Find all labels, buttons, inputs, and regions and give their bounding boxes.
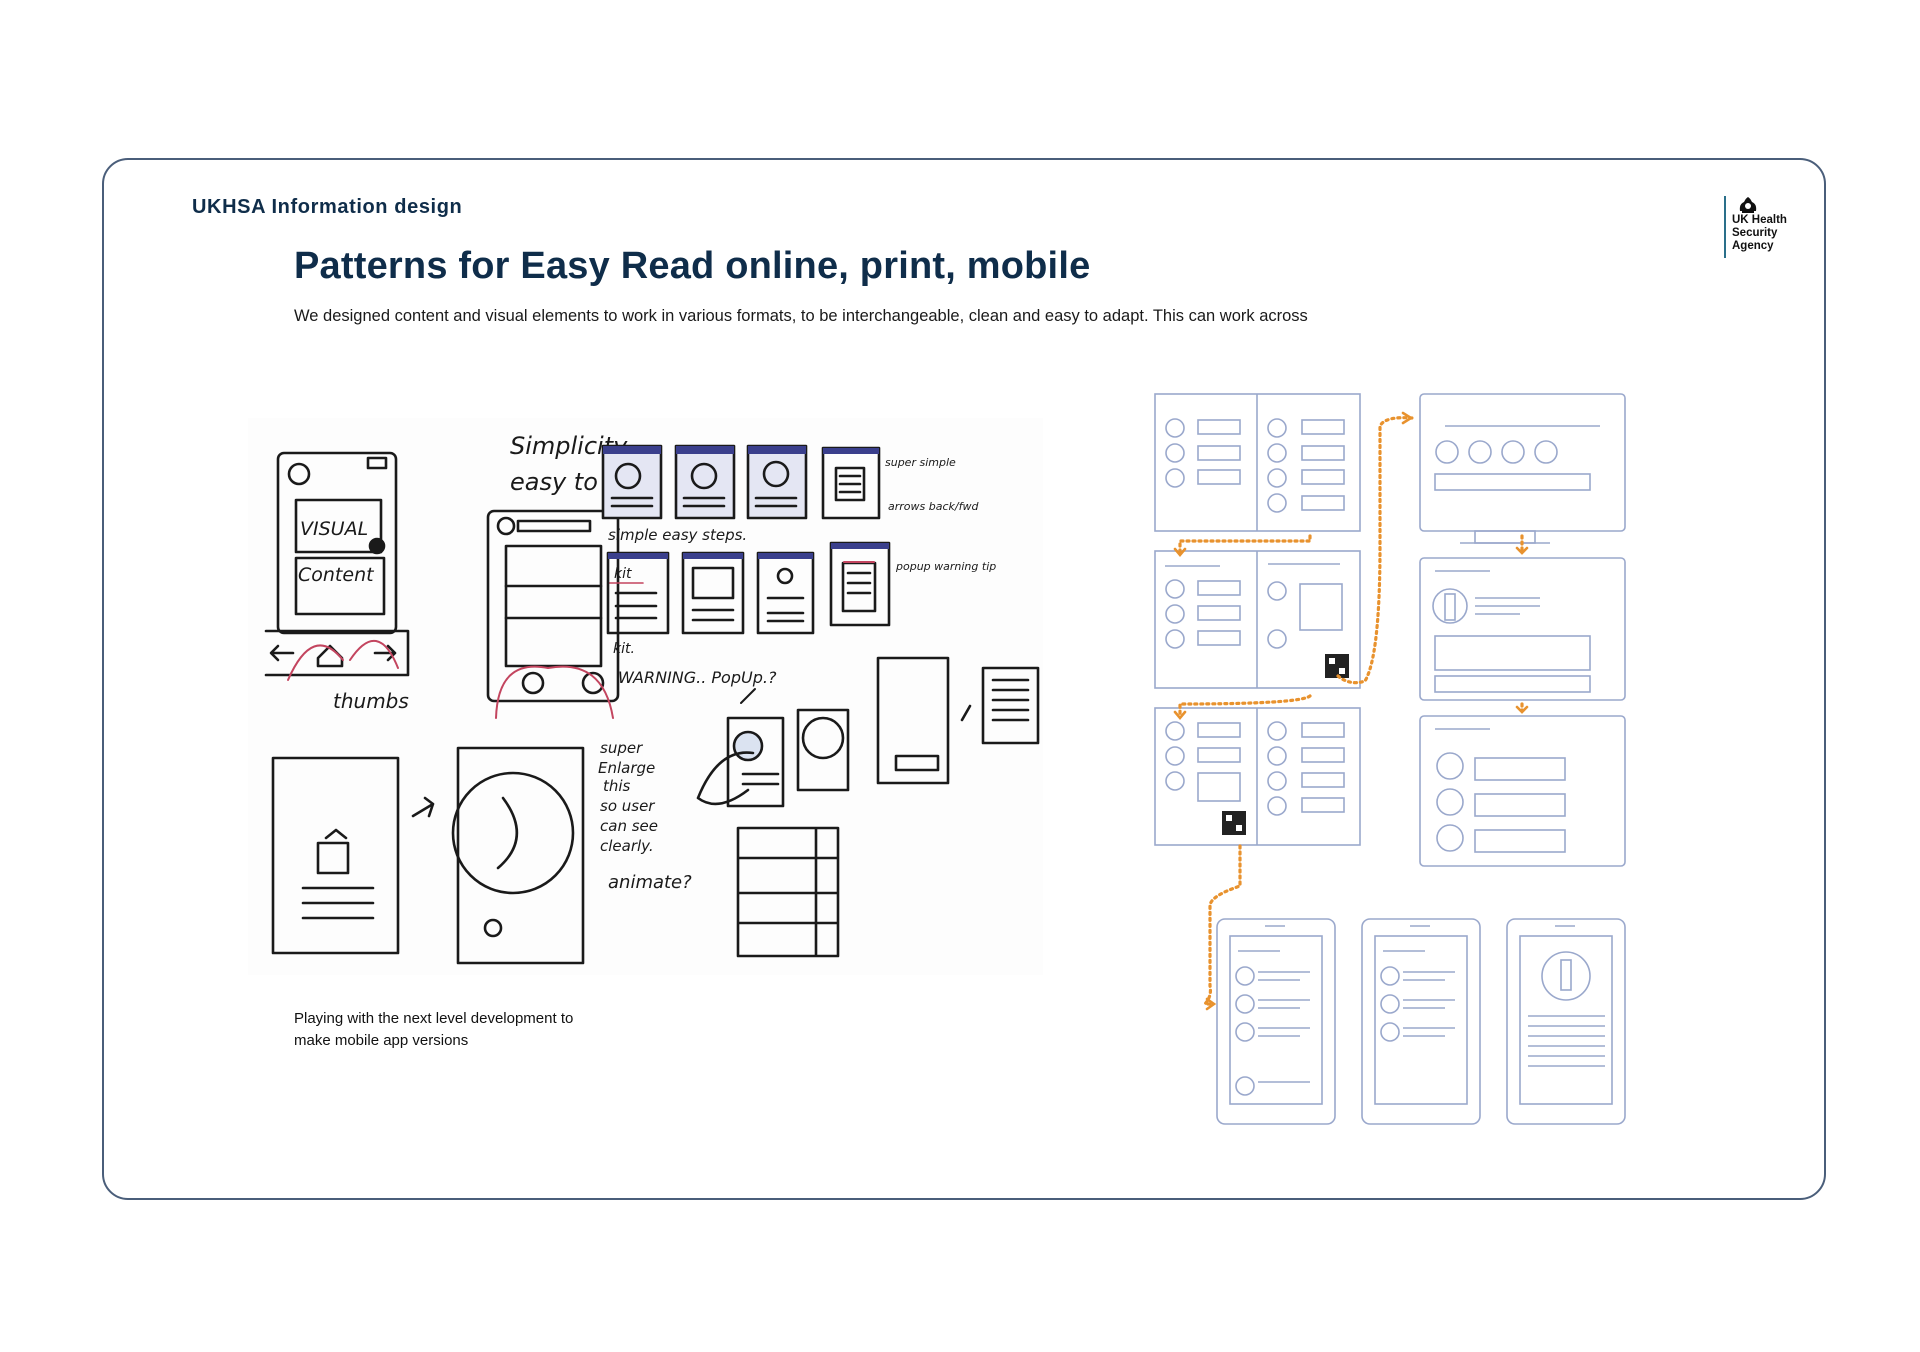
sketch-note-content: Content bbox=[298, 564, 375, 586]
desktop-screen-1 bbox=[1419, 393, 1626, 544]
sketch-note-warning: WARNING.. PopUp.? bbox=[618, 668, 777, 687]
sketch-note-enlarge-4: so user bbox=[600, 797, 655, 815]
print-spread-3 bbox=[1154, 707, 1361, 846]
card-frame bbox=[102, 158, 1826, 1200]
sketch-note-super-simple: super simple bbox=[885, 456, 956, 469]
logo-line-3: Agency bbox=[1732, 240, 1774, 252]
sketch-caption: Playing with the next level development … bbox=[294, 1008, 634, 1052]
sketch-note-steps: simple easy steps. bbox=[608, 526, 747, 544]
sketch-note-visual: VISUAL bbox=[300, 518, 368, 540]
mobile-screen-2 bbox=[1361, 918, 1481, 1125]
sketch-note-kit: kit bbox=[614, 566, 632, 582]
sketch-note-thumb: thumbs bbox=[333, 689, 409, 713]
mobile-screen-1 bbox=[1216, 918, 1336, 1125]
sketch-note-kit-2: kit. bbox=[613, 641, 635, 657]
logo-line-1: UK Health bbox=[1732, 214, 1787, 226]
brand-label: UKHSA Information design bbox=[192, 196, 463, 218]
sketch-note-enlarge-3: this bbox=[603, 777, 631, 795]
print-spread-2 bbox=[1154, 550, 1361, 689]
page-subtitle: We designed content and visual elements … bbox=[294, 307, 1308, 325]
desktop-screen-2 bbox=[1419, 557, 1626, 701]
page-title: Patterns for Easy Read online, print, mo… bbox=[294, 245, 1091, 287]
sketch-note-enlarge-5: can see bbox=[600, 817, 658, 835]
caption-line-1: Playing with the next level development … bbox=[294, 1010, 574, 1027]
desktop-screen-3 bbox=[1419, 715, 1626, 867]
sketch-note-enlarge-2: Enlarge bbox=[598, 759, 655, 777]
logo-line-2: Security bbox=[1732, 227, 1778, 239]
wireframe-diagram bbox=[1150, 386, 1650, 1136]
sketch-note-arrows: arrows back/fwd bbox=[888, 500, 979, 513]
sketch-note-animate: animate? bbox=[608, 872, 692, 893]
sketch-image: VISUAL Content thumbs Simplicity easy to… bbox=[248, 418, 1043, 975]
flow-arrows bbox=[1178, 416, 1524, 1006]
royal-crest-icon bbox=[1739, 197, 1757, 213]
sketch-note-popup: popup warning tip bbox=[895, 560, 996, 573]
sketch-note-enlarge-6: clearly. bbox=[600, 837, 654, 855]
sketch-note-enlarge-1: super bbox=[600, 739, 643, 757]
mobile-screen-3 bbox=[1506, 918, 1626, 1125]
ukhsa-logo: UK Health Security Agency bbox=[1724, 196, 1804, 258]
caption-line-2: make mobile app versions bbox=[294, 1032, 469, 1049]
print-spread-1 bbox=[1154, 393, 1361, 532]
